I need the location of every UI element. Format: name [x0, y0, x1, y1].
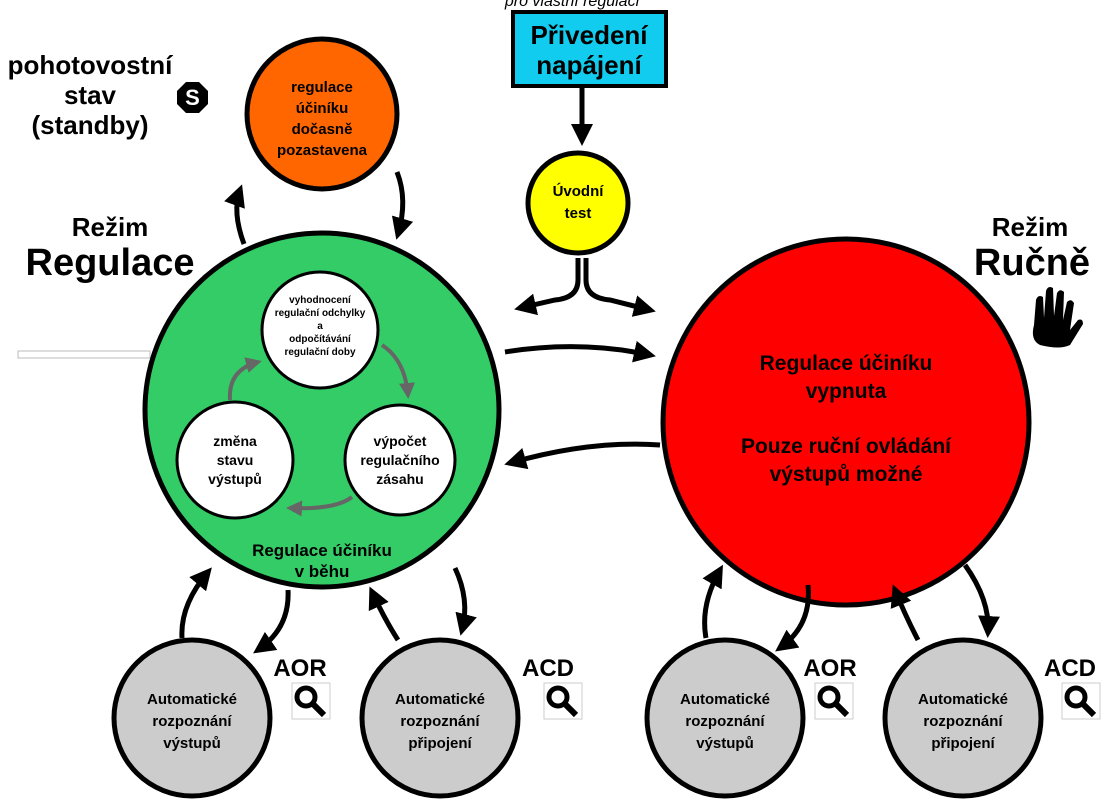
- arrow-rucne-to-acd: [962, 563, 1000, 638]
- cycle-arrow-compute-to-change: [286, 495, 354, 517]
- rucne-text1-line2: vypnuta: [806, 380, 887, 403]
- evaluate-circle: [260, 270, 380, 390]
- aor-left-line3: výstupů: [163, 735, 221, 752]
- power-box-line1: Přivedení: [530, 20, 648, 50]
- standby-circle-line4: pozastavena: [277, 142, 368, 159]
- standby-label-line1: pohotovostní: [8, 50, 173, 80]
- standby-circle-line3: dočasně: [292, 121, 353, 138]
- acd-right-line1: Automatické: [918, 691, 1008, 708]
- change-line3: výstupů: [208, 471, 262, 487]
- standby-circle-line1: regulace: [291, 79, 353, 96]
- rucne-mode-big: Ručně: [974, 242, 1090, 284]
- arrow-acd-to-rucne: [890, 584, 921, 642]
- acd-circle-right: [882, 637, 1044, 799]
- rucne-text2-line1: Pouze ruční ovládání: [741, 435, 952, 458]
- evaluate-line5: regulační doby: [284, 347, 356, 358]
- rucne-text1-line1: Regulace účiníku: [760, 352, 933, 375]
- regulace-status-line1: Regulace účiníku: [252, 541, 392, 560]
- aor-right-line2: rozpoznání: [685, 713, 765, 730]
- standby-label-line3: (standby): [32, 110, 149, 140]
- arrow-aor-to-regulace: [179, 567, 212, 639]
- evaluate-line2: regulační odchylky: [275, 308, 366, 319]
- arrow-regulace-to-aor: [253, 589, 291, 654]
- compute-line3: zásahu: [376, 471, 423, 487]
- arrow-regulace-to-standby: [224, 184, 247, 245]
- change-line2: stavu: [217, 452, 254, 468]
- compute-circle: [343, 403, 457, 517]
- aor-label-right: AOR: [803, 655, 856, 682]
- acd-right-line2: rozpoznání: [923, 713, 1003, 730]
- arrow-aor-to-rucne: [702, 564, 723, 639]
- aor-right-line3: výstupů: [696, 735, 754, 752]
- aor-label-left: AOR: [273, 655, 326, 682]
- init-test-line1: Úvodní: [553, 182, 605, 200]
- magnifier-icon: [291, 682, 331, 720]
- stray-bar: [17, 350, 151, 359]
- aor-left-line2: rozpoznání: [152, 713, 232, 730]
- arrow-regulace-to-rucne: [504, 340, 656, 363]
- compute-line2: regulačního: [360, 452, 439, 468]
- arrow-regulace-to-acd: [452, 566, 477, 636]
- arrow-standby-to-regulace: [391, 171, 414, 240]
- cycle-arrow-change-to-evaluate: [227, 357, 262, 401]
- power-box-line2: napájení: [536, 50, 642, 80]
- evaluate-line1: vyhodnocení: [289, 295, 352, 306]
- acd-left-line2: rozpoznání: [400, 713, 480, 730]
- change-line1: změna: [213, 433, 257, 449]
- evaluate-line3: a: [317, 321, 323, 332]
- standby-circle-line2: účiníku: [296, 100, 349, 117]
- magnifier-icon: [814, 682, 854, 720]
- aor-right-line1: Automatické: [680, 691, 770, 708]
- compute-line1: výpočet: [374, 433, 427, 449]
- acd-left-line3: připojení: [408, 735, 472, 752]
- arrow-test-to-rucne: [583, 258, 656, 317]
- standby-stop-icon: S: [177, 82, 208, 113]
- aor-circle-right: [644, 637, 806, 799]
- regulace-status-line2: v běhu: [295, 562, 350, 581]
- rucne-circle: [660, 236, 1032, 608]
- init-test-line2: test: [565, 205, 592, 222]
- standby-icon-letter: S: [185, 85, 200, 110]
- acd-label-right: ACD: [1044, 655, 1096, 682]
- change-circle: [175, 400, 295, 520]
- regulace-mode-small: Režim: [72, 212, 149, 242]
- acd-right-line3: připojení: [931, 735, 995, 752]
- aor-circle-left: [111, 637, 273, 799]
- rucne-text2-line2: výstupů možné: [770, 463, 923, 486]
- arrow-rucne-to-aor: [775, 584, 811, 652]
- standby-circle: [244, 36, 400, 192]
- arrow-acd-to-regulace: [368, 586, 401, 642]
- arrow-rucne-to-regulace: [504, 441, 661, 470]
- magnifier-icon: [1061, 682, 1101, 720]
- power-supply-box: [511, 10, 668, 88]
- initial-test-circle: [525, 150, 631, 256]
- top-caption: pro vlastní regulaci: [504, 0, 640, 10]
- aor-left-line1: Automatické: [147, 691, 237, 708]
- acd-label-left: ACD: [522, 655, 574, 682]
- cycle-arrow-evaluate-to-compute: [380, 343, 415, 399]
- acd-left-line1: Automatické: [395, 691, 485, 708]
- regulace-mode-big: Regulace: [26, 242, 195, 284]
- arrow-test-to-regulace: [514, 258, 581, 316]
- acd-circle-left: [359, 637, 521, 799]
- standby-label-line2: stav: [64, 80, 117, 110]
- evaluate-line4: odpočítávání: [289, 334, 352, 345]
- hand-icon: [1032, 287, 1083, 348]
- magnifier-icon: [543, 682, 583, 720]
- rucne-mode-small: Režim: [992, 212, 1069, 242]
